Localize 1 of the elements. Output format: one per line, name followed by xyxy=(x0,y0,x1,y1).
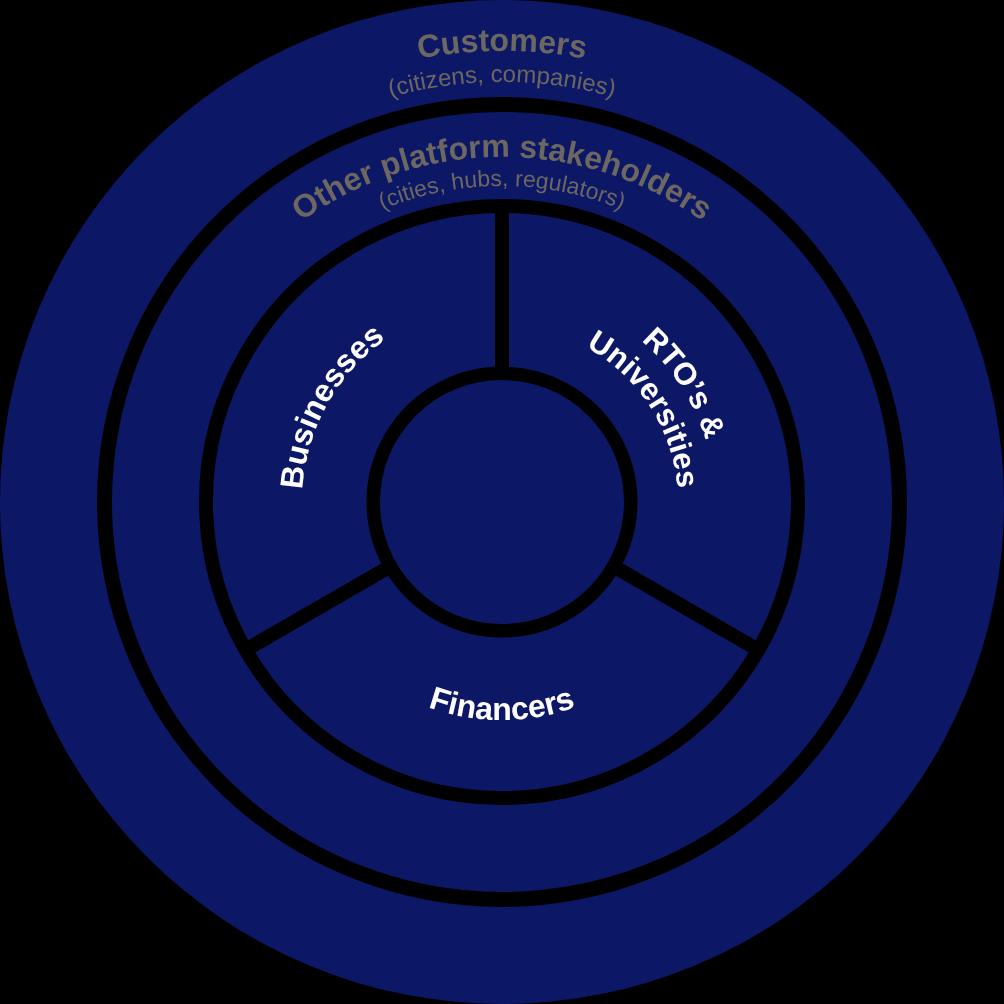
segment-label: Financers xyxy=(425,679,579,727)
